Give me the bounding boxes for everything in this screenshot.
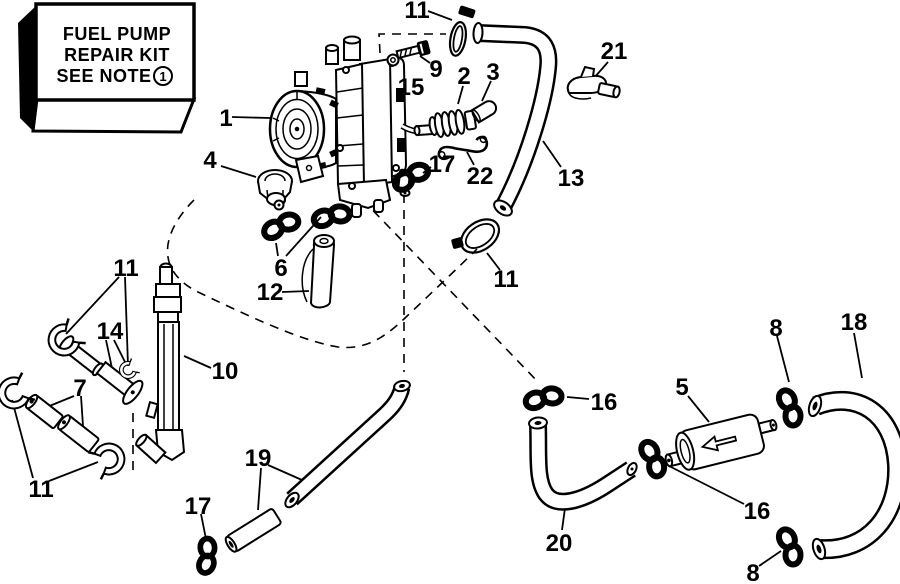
callout-8a: 8 (769, 315, 782, 342)
callout-16a: 16 (591, 389, 618, 416)
part-4-valve (257, 169, 293, 211)
callout-18: 18 (841, 309, 868, 336)
callout-2: 2 (457, 63, 470, 90)
note-line-3: SEE NOTE (56, 66, 151, 86)
clamp-6-right (311, 203, 353, 229)
note-circle (153, 66, 173, 86)
clamp-16-bottom (637, 437, 669, 481)
callout-3: 3 (486, 59, 499, 86)
callout-11d: 11 (28, 476, 53, 503)
screw-9 (395, 40, 431, 60)
clamp-8-bottom (775, 525, 805, 568)
flow-arrow-icon (700, 435, 738, 452)
callout-17b: 17 (185, 493, 212, 520)
fuel-filter-5 (664, 413, 778, 471)
callout-6: 6 (274, 255, 287, 282)
callout-11b: 11 (493, 266, 518, 293)
note-line-1: FUEL PUMP (63, 24, 171, 44)
callout-10: 10 (212, 358, 239, 385)
fuel-pump-assembly (268, 35, 437, 218)
note-box-left-side (18, 5, 37, 131)
callout-16b: 16 (744, 498, 771, 525)
clamp-21 (566, 65, 621, 100)
connector-tip-3 (470, 100, 498, 124)
callout-4: 4 (203, 147, 217, 174)
washer-15 (386, 53, 400, 67)
sleeve-12 (301, 234, 336, 309)
callout-1: 1 (219, 105, 232, 132)
leader-lines (11, 10, 863, 567)
callout-20: 20 (546, 530, 573, 557)
note-box-bottom (31, 97, 197, 134)
wire-clip-22 (437, 135, 489, 161)
clamp-8-top (775, 386, 805, 429)
fitting-7-lower (57, 414, 100, 453)
note-box: FUEL PUMP REPAIR KIT SEE NOTE 1 (18, 2, 197, 134)
callout-11a: 11 (404, 0, 429, 24)
callout-8b: 8 (746, 560, 759, 584)
callout-5: 5 (675, 374, 688, 401)
callout-19: 19 (245, 445, 272, 472)
callout-12: 12 (257, 279, 284, 306)
connector-2 (428, 100, 498, 138)
primer-pump-10 (135, 262, 186, 465)
hose-19-sleeve (224, 508, 282, 553)
callout-15: 15 (398, 74, 425, 101)
callout-14: 14 (97, 318, 124, 345)
clamp-16-top (523, 385, 565, 411)
callout-22: 22 (467, 163, 494, 190)
clamp-11-top (448, 5, 476, 57)
note-line-2: REPAIR KIT (64, 45, 170, 65)
hose-19 (284, 379, 411, 509)
callout-11c: 11 (113, 255, 138, 282)
callout-9: 9 (429, 56, 442, 83)
callouts: 1 2 3 4 5 6 7 8 8 9 10 11 11 11 11 12 13… (28, 0, 867, 584)
hose-13 (472, 22, 558, 217)
pump-tab (396, 88, 405, 102)
pump-tab (397, 138, 406, 152)
note-circled-number: 1 (159, 69, 166, 84)
hose-20 (528, 416, 638, 511)
callout-21: 21 (601, 38, 628, 65)
callout-17a: 17 (429, 151, 456, 178)
callout-13: 13 (558, 165, 585, 192)
clamp-6-left (259, 209, 303, 242)
clamp-17-bottom (194, 536, 220, 576)
hose-18 (807, 391, 900, 561)
clamp-11-middle (451, 218, 501, 254)
callout-7: 7 (73, 375, 86, 402)
